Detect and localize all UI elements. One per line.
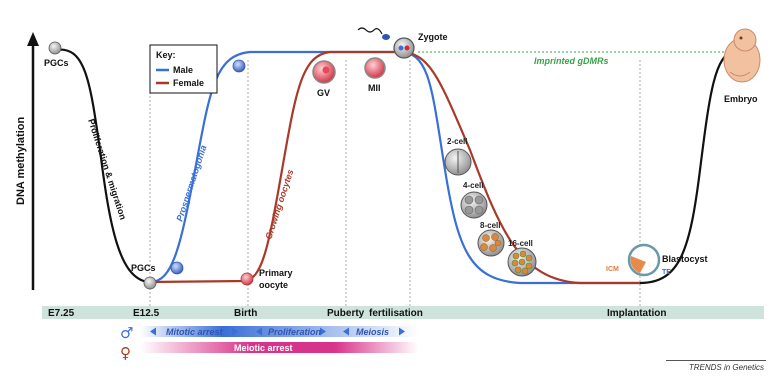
sperm-head xyxy=(382,34,390,40)
te-label: TE xyxy=(662,269,671,276)
journal-credit: TRENDS in Genetics xyxy=(688,363,764,372)
y-axis-arrowhead xyxy=(27,32,39,46)
imprinted-gdmr-label: Imprinted gDMRs xyxy=(534,56,609,66)
timeline-fertilisation: fertilisation xyxy=(369,308,423,319)
legend-title: Key: xyxy=(156,50,176,60)
legend-key: Key: Male Female xyxy=(149,44,218,94)
y-axis-label: DNA methylation xyxy=(15,117,27,205)
pgc-bottom-cell xyxy=(143,276,157,290)
prospermatogonia-label: Prospermatogonia xyxy=(174,144,208,223)
female-symbol: ♀ xyxy=(120,344,131,362)
male-bar-mitotic-arrest: Mitotic arrest xyxy=(166,327,224,337)
eight-cell-blastomeres xyxy=(480,233,502,252)
timeline-e725: E7.25 xyxy=(48,308,75,319)
zygote-pronucleus-female xyxy=(404,45,410,51)
zygote-pronucleus-male xyxy=(398,45,404,51)
gv-nucleus xyxy=(322,66,330,74)
blastocyst-label: Blastocyst xyxy=(662,254,708,264)
gv-label: GV xyxy=(317,88,330,98)
sixteen-cell-blastomeres xyxy=(511,250,533,275)
pgc-top-cell xyxy=(48,41,62,55)
primary-oocyte-cell xyxy=(240,272,254,286)
pgcs-top-label: PGCs xyxy=(44,58,69,68)
legend-female-label: Female xyxy=(173,78,204,88)
blastocyst-icm xyxy=(630,256,646,273)
embryo-remethylation-curve xyxy=(639,48,736,285)
female-bar-background xyxy=(140,342,418,353)
male-bar-meiosis: Meiosis xyxy=(356,327,389,337)
male-bar-background xyxy=(140,326,418,337)
eight-cell-label: 8-cell xyxy=(480,221,500,230)
embryo-label: Embryo xyxy=(724,94,758,104)
legend-male-label: Male xyxy=(173,65,193,75)
four-cell-embryo xyxy=(460,191,488,219)
zygote-label: Zygote xyxy=(418,32,448,42)
primary-oocyte-label-2: oocyte xyxy=(259,280,288,290)
male-symbol: ♂ xyxy=(120,324,133,342)
timeline-puberty: Puberty xyxy=(327,308,365,319)
male-methylation-curve xyxy=(149,50,640,285)
mii-label: MII xyxy=(368,83,381,93)
female-bar-meiotic-arrest: Meiotic arrest xyxy=(234,343,293,353)
sixteen-cell-label: 16-cell xyxy=(508,239,533,248)
mii-oocyte-cell xyxy=(364,57,386,79)
primary-oocyte-label-1: Primary xyxy=(259,268,293,278)
embryo-icon xyxy=(723,28,761,83)
four-cell-blastomeres xyxy=(464,195,484,215)
timeline-e125: E12.5 xyxy=(133,308,160,319)
sperm-icon xyxy=(357,27,383,35)
male-prospermatogonia-cell-high xyxy=(232,59,246,73)
four-cell-label: 4-cell xyxy=(463,181,483,190)
pgc-demethylation-curve xyxy=(54,48,149,284)
timeline-band xyxy=(42,306,764,319)
male-prospermatogonia-cell-low xyxy=(170,261,184,275)
two-cell-label: 2-cell xyxy=(447,137,467,146)
male-bar-arrows xyxy=(150,327,405,336)
male-bar-proliferation: Proliferation xyxy=(268,327,322,337)
icm-label: ICM xyxy=(606,266,619,273)
female-methylation-curve xyxy=(149,50,640,285)
stage-guide-lines xyxy=(149,60,641,310)
timeline-implantation: Implantation xyxy=(607,308,666,319)
pgcs-bottom-label: PGCs xyxy=(131,263,156,273)
timeline-birth: Birth xyxy=(234,308,257,319)
footer-rule xyxy=(666,360,766,361)
zygote-cell xyxy=(393,37,415,59)
